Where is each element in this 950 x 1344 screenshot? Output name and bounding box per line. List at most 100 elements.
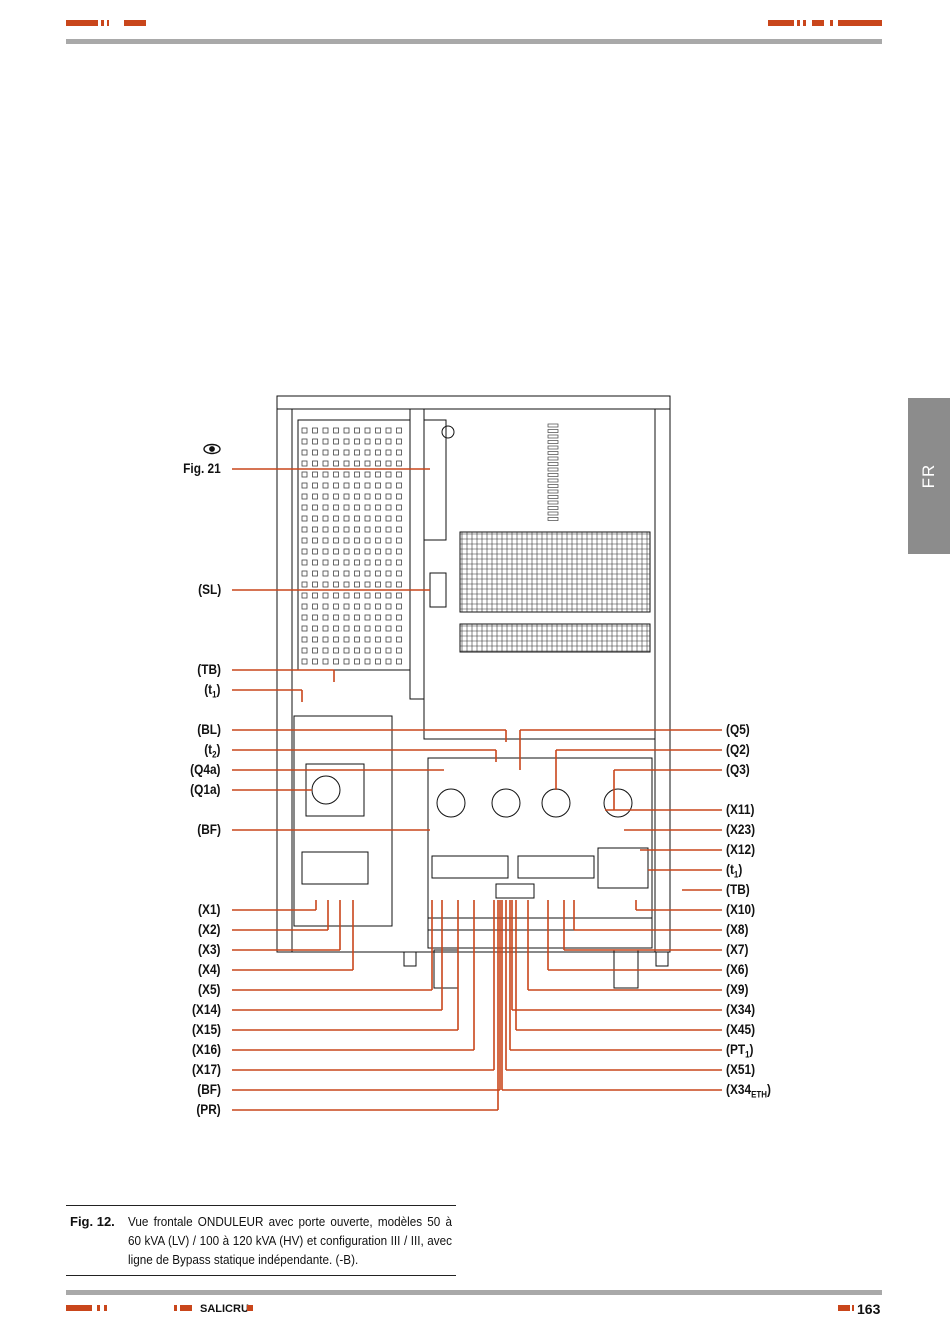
perforation-hole [385, 625, 392, 632]
perforation-hole [343, 559, 350, 566]
perforation-hole [343, 515, 350, 522]
perforation-hole [322, 504, 329, 511]
perforation-hole [396, 592, 402, 599]
header-mark-left [66, 20, 98, 26]
footer-rule [66, 1290, 882, 1295]
vent-slot [547, 429, 559, 433]
perforation-hole [396, 625, 402, 632]
perforation-hole [354, 438, 360, 445]
perforation-hole [375, 614, 381, 621]
left-callout-label: (X4) [198, 962, 221, 977]
perforation-hole [375, 647, 381, 654]
perforation-hole [364, 493, 371, 500]
right-callout-label: (X12) [726, 842, 756, 857]
right-callout-label: (X8) [726, 922, 749, 937]
footer-page-mark-tick [852, 1305, 854, 1311]
perforation-hole [354, 526, 360, 533]
vent-slot [547, 456, 559, 461]
perforation-hole [385, 592, 392, 599]
perforation-hole [385, 636, 392, 643]
left-callout-label: (t2) [204, 742, 221, 760]
footer-brand-mark-left2 [180, 1305, 192, 1311]
perforation-hole [322, 658, 329, 665]
vent-slot [547, 445, 559, 450]
perforation-hole [385, 658, 392, 665]
perforation-hole [322, 460, 329, 467]
perforation-hole [385, 526, 392, 533]
header-mark-left-2 [124, 20, 146, 26]
perforation-hole [301, 559, 308, 566]
footer-brand-mark-right [247, 1305, 253, 1311]
perforation-hole [322, 570, 329, 577]
vent-slot [547, 517, 559, 521]
perforation-hole [385, 559, 392, 566]
perforation-hole [312, 460, 318, 467]
left-callout-label: (PR) [196, 1102, 221, 1117]
perforation-hole [375, 658, 381, 665]
vent-slot [547, 423, 559, 428]
perforation-hole [333, 515, 339, 522]
left-callout-label: (X3) [198, 942, 221, 957]
page-number: 163 [857, 1301, 881, 1317]
perforation-hole [396, 636, 402, 643]
right-callout-label: (X34ETH) [726, 1082, 771, 1100]
perforation-hole [322, 592, 329, 599]
perforation-hole [343, 449, 350, 456]
perforation-hole [312, 526, 318, 533]
perforation-hole [343, 493, 350, 500]
perforation-hole [301, 647, 308, 654]
perforation-hole [322, 427, 329, 434]
perforation-hole [312, 636, 318, 643]
right-callout-label: (X51) [726, 1062, 756, 1077]
header-mark-left-tick [101, 20, 104, 26]
perforation-hole [396, 614, 402, 621]
perforation-hole [354, 647, 360, 654]
vent-slot [547, 506, 559, 510]
perforation-hole [354, 504, 360, 511]
perforation-hole [301, 515, 308, 522]
perforation-hole [385, 438, 392, 445]
perforation-hole [312, 471, 318, 478]
perforation-hole [364, 460, 371, 467]
perforation-hole [333, 482, 339, 489]
perforation-hole [354, 592, 360, 599]
right-callout-label: (X11) [726, 802, 755, 817]
perforation-hole [375, 625, 381, 632]
perforation-hole [396, 449, 402, 456]
perforation-hole [364, 570, 371, 577]
perforation-hole [301, 636, 308, 643]
perforation-hole [312, 570, 318, 577]
footer-page-mark [838, 1305, 850, 1311]
perforation-hole [375, 592, 381, 599]
perforation-hole [343, 636, 350, 643]
perforation-hole [333, 438, 339, 445]
vent-slot [547, 478, 559, 483]
perforation-hole [375, 548, 381, 555]
perforation-hole [322, 603, 329, 610]
perforation-hole [301, 526, 308, 533]
perforation-hole [312, 592, 318, 599]
perforation-hole [364, 482, 371, 489]
perforation-hole [301, 460, 308, 467]
perforation-hole [312, 658, 318, 665]
vent-slot [547, 467, 559, 472]
perforation-hole [364, 581, 371, 588]
perforation-hole [312, 581, 318, 588]
perforation-hole [333, 504, 339, 511]
left-callout-label: (X15) [191, 1022, 221, 1037]
perforation-hole [354, 581, 360, 588]
perforation-hole [396, 570, 402, 577]
left-callout-label: (X16) [191, 1042, 221, 1057]
perforation-hole [301, 537, 308, 544]
eye-icon [203, 443, 221, 455]
perforation-hole [396, 559, 402, 566]
perforation-hole [396, 460, 402, 467]
perforation-hole [364, 636, 371, 643]
right-callout-label: (Q2) [726, 742, 750, 757]
perforation-hole [385, 460, 392, 467]
perforation-hole [396, 471, 402, 478]
perforation-hole [333, 636, 339, 643]
perforation-hole [333, 614, 339, 621]
perforation-hole [364, 471, 371, 478]
perforation-hole [385, 515, 392, 522]
